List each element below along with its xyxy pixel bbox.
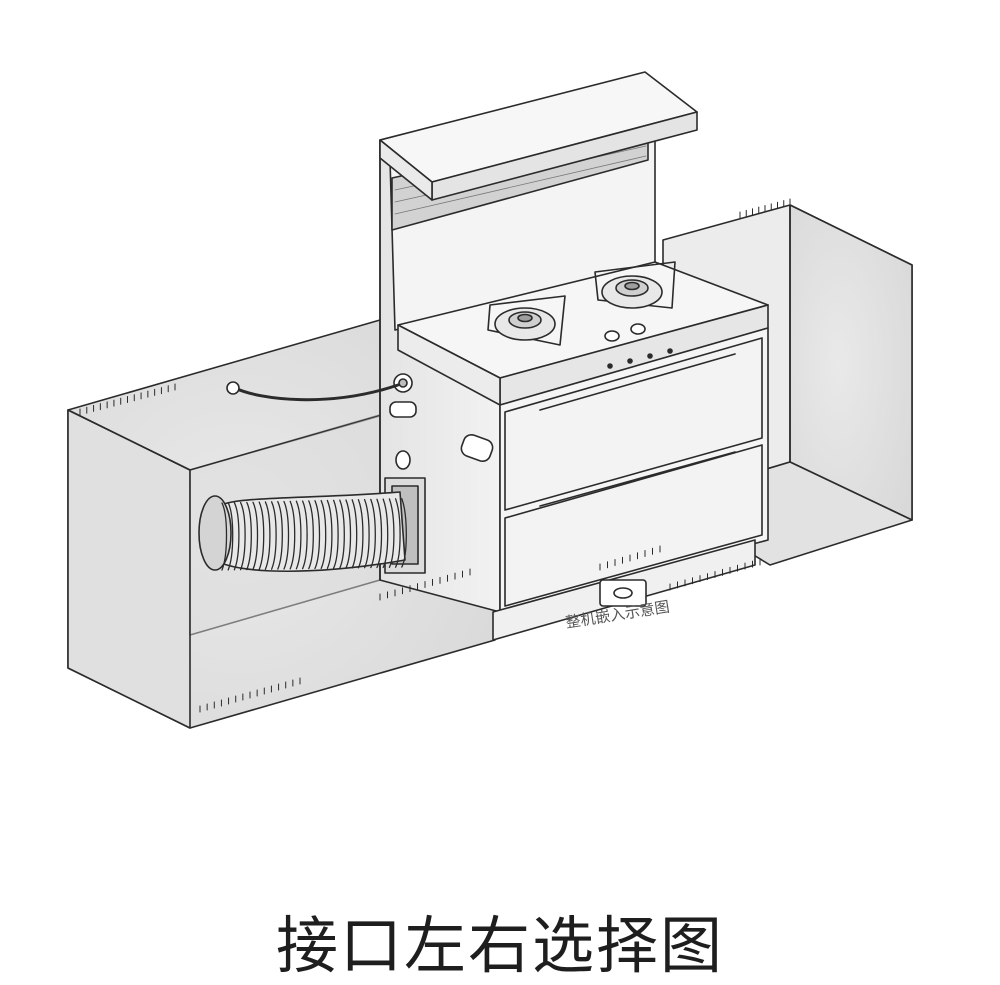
duct-rib bbox=[370, 498, 376, 569]
duct-rib bbox=[326, 499, 333, 569]
duct-rib bbox=[320, 499, 327, 570]
duct-rib bbox=[363, 498, 370, 569]
duct-rib bbox=[233, 502, 240, 571]
duct-rib bbox=[339, 499, 345, 569]
duct-rib bbox=[308, 500, 314, 570]
duct-rib bbox=[277, 501, 283, 570]
top-shelf bbox=[379, 71, 698, 201]
knob-icon bbox=[604, 330, 620, 342]
duct-rib bbox=[357, 499, 364, 569]
duct-rib bbox=[227, 502, 234, 571]
duct-rib bbox=[332, 499, 339, 569]
knob-icon bbox=[630, 323, 646, 335]
duct-rib bbox=[401, 498, 407, 568]
duct-rib bbox=[289, 500, 296, 570]
duct-rib bbox=[295, 500, 302, 570]
duct-rib bbox=[264, 501, 271, 570]
stove-front bbox=[492, 327, 769, 641]
measurement-ticks bbox=[79, 198, 791, 713]
duct-rib bbox=[388, 498, 395, 568]
flexible-exhaust-duct-icon bbox=[198, 491, 407, 573]
page-title: 接口左右选择图 bbox=[275, 909, 724, 982]
duct-rib bbox=[351, 499, 358, 569]
duct-rib bbox=[376, 498, 383, 569]
duct-rib bbox=[239, 501, 246, 571]
duct-rib bbox=[394, 498, 401, 568]
lower-drawer bbox=[504, 444, 763, 607]
burner-icon bbox=[594, 261, 676, 309]
duct-rib bbox=[270, 501, 277, 570]
gas-pipe-icon bbox=[233, 383, 400, 402]
duct-rib bbox=[382, 498, 389, 569]
duct-rib bbox=[258, 501, 265, 571]
duct-rib bbox=[246, 501, 252, 571]
duct-rib bbox=[252, 501, 259, 571]
upper-drawer bbox=[504, 337, 763, 511]
duct-rib bbox=[301, 500, 308, 570]
burner-icon bbox=[487, 295, 566, 346]
duct-rib bbox=[221, 502, 228, 571]
duct-rib bbox=[314, 500, 321, 570]
duct-rib bbox=[283, 500, 290, 570]
cooktop bbox=[397, 261, 769, 406]
duct-rib bbox=[345, 499, 352, 569]
